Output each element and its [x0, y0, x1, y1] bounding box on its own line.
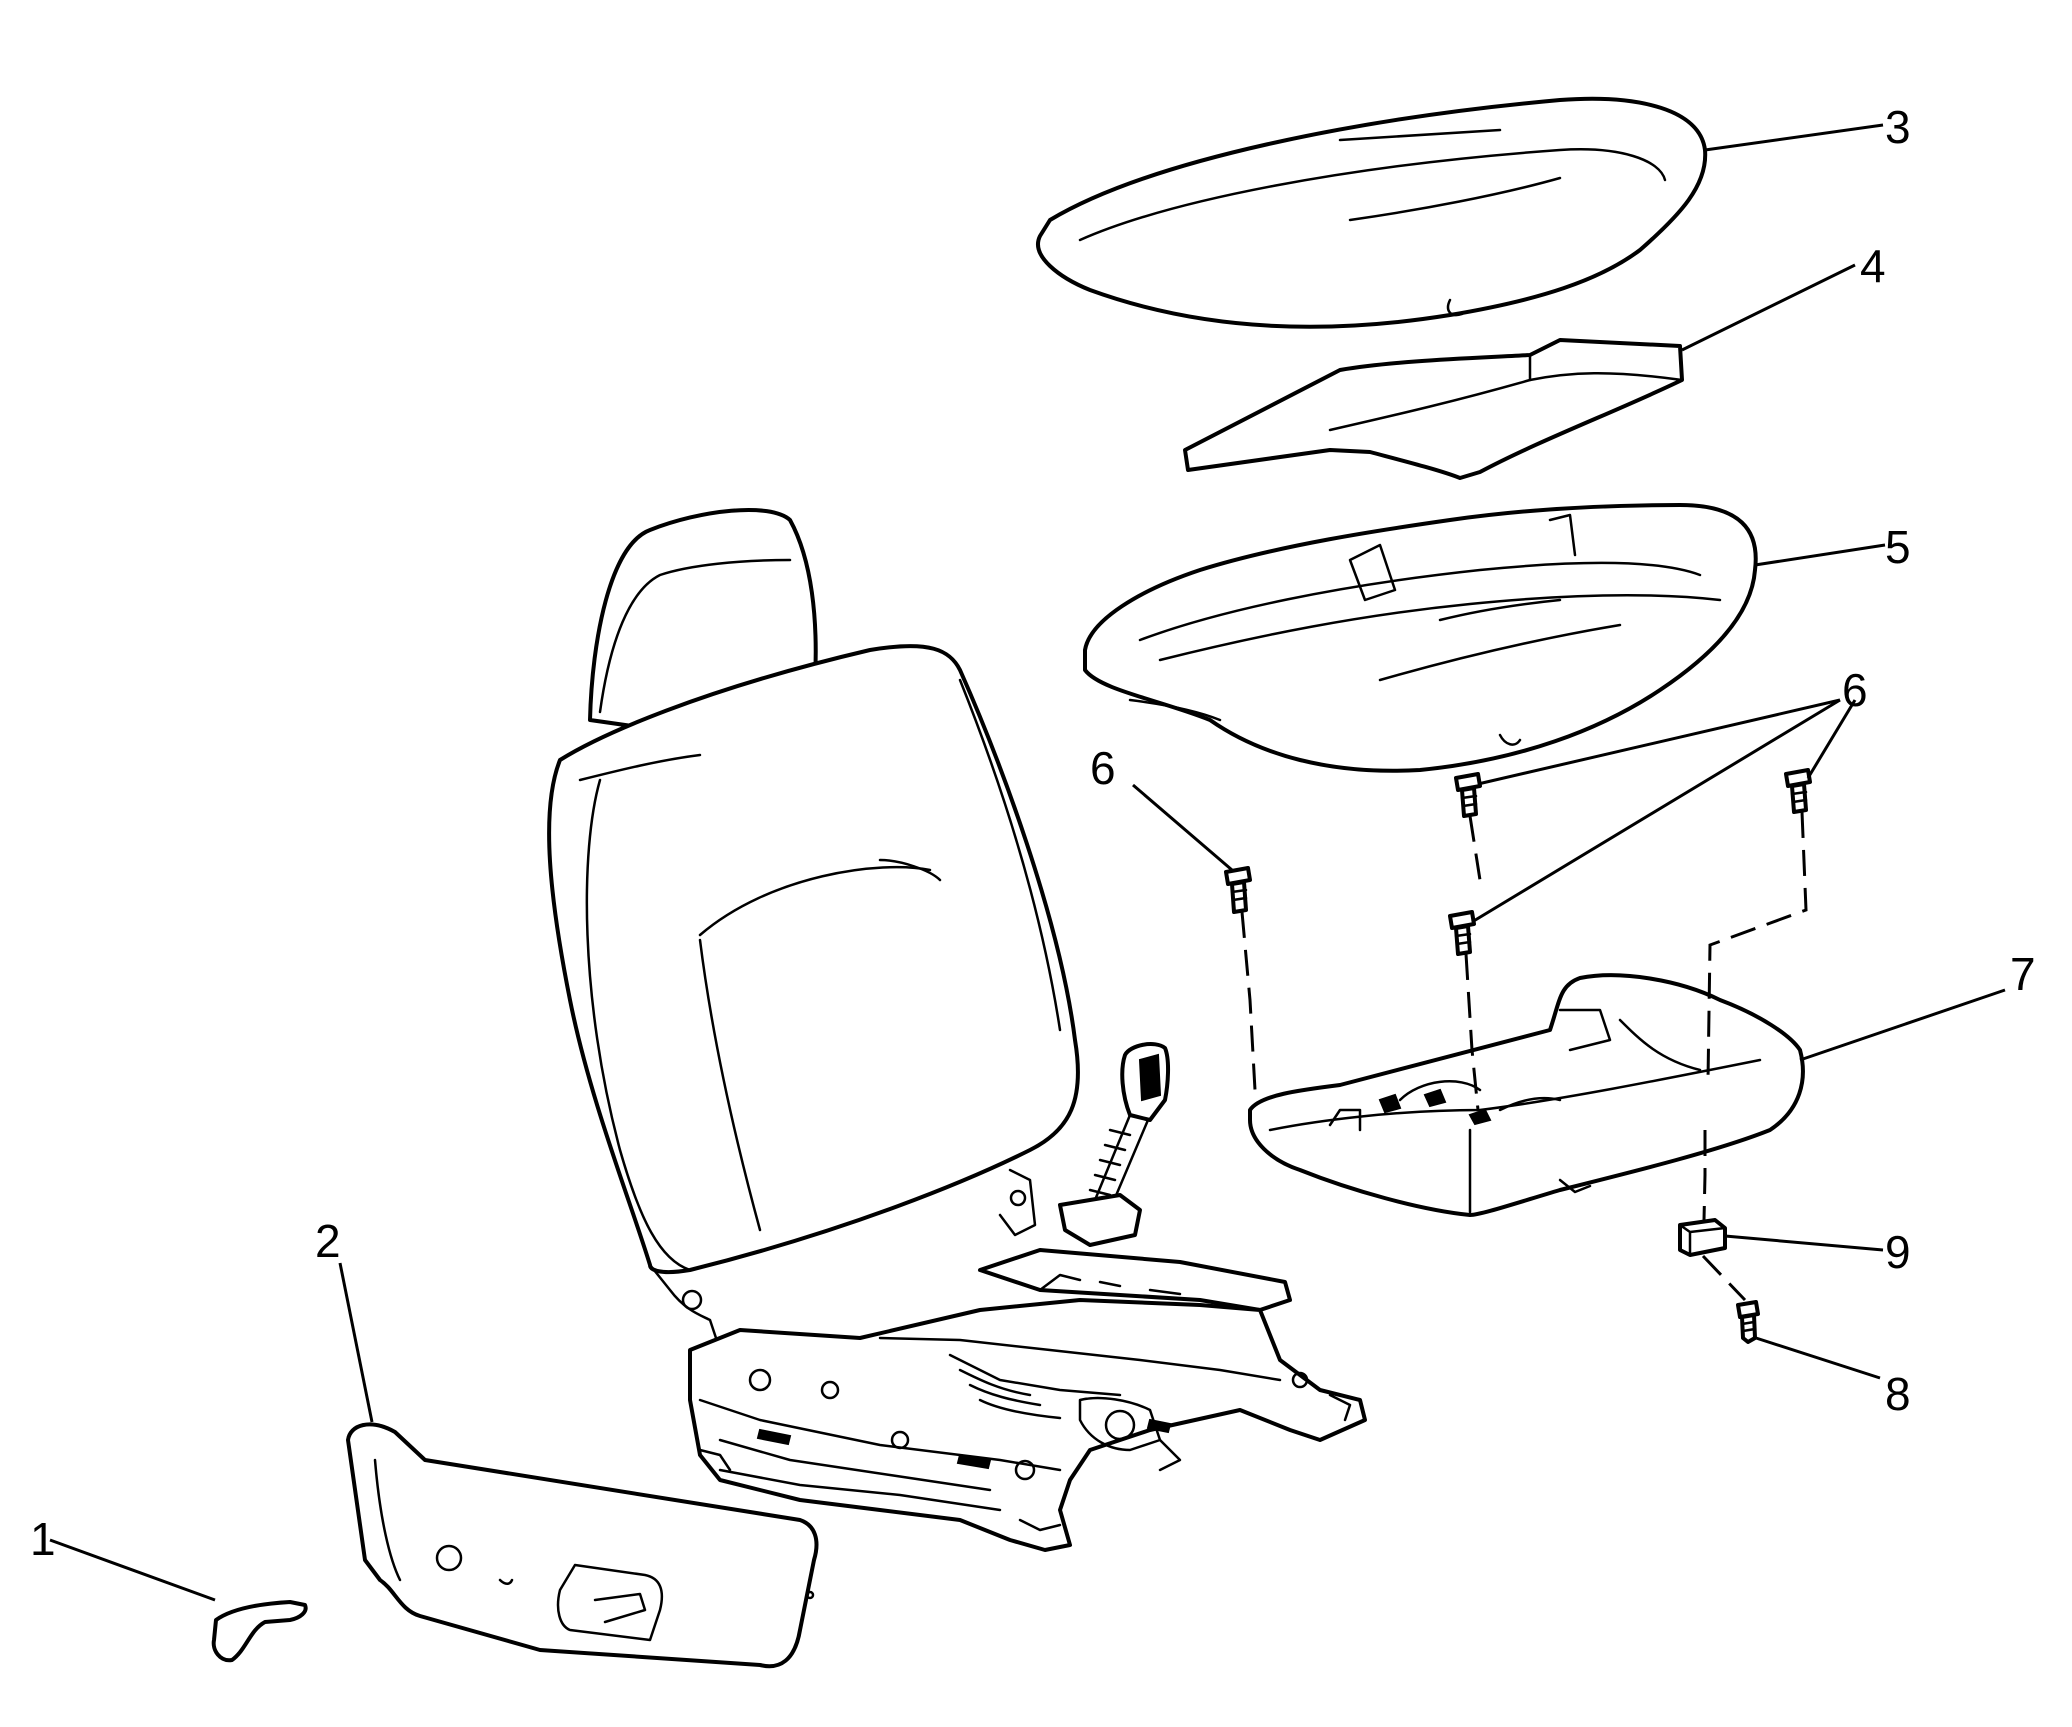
seat-side-shield	[346, 1422, 819, 1669]
callout-6-left: 6	[1090, 742, 1116, 794]
callout-labels: 1 2 3 4 5 6 6 7 8 9	[30, 101, 2036, 1565]
callout-9: 9	[1885, 1226, 1911, 1278]
callout-7: 7	[2010, 948, 2036, 1000]
bolt-6-right	[1784, 768, 1812, 814]
seat-cushion-pad	[1183, 338, 1684, 480]
seat-cushion-pan	[1248, 973, 1805, 1217]
seat-cushion-cover	[1036, 96, 1708, 329]
callout-2: 2	[315, 1215, 341, 1267]
bolt-6-left	[1224, 866, 1252, 914]
bolt-6-center-lower	[1448, 910, 1476, 956]
screw-8	[1736, 1300, 1760, 1344]
callout-8: 8	[1885, 1368, 1911, 1420]
callout-4: 4	[1860, 240, 1886, 292]
seat-adjuster-track	[688, 1042, 1367, 1552]
assembly-lines	[1240, 811, 1808, 1302]
seatback	[547, 507, 1080, 1362]
clip-9	[1678, 1218, 1727, 1257]
callout-1: 1	[30, 1513, 56, 1565]
seat-adjuster-knob	[211, 1600, 308, 1663]
leader-lines	[49, 123, 2006, 1602]
callout-5: 5	[1885, 521, 1911, 573]
callout-6-right: 6	[1842, 664, 1868, 716]
callout-3: 3	[1885, 101, 1911, 153]
bolt-6-center-upper	[1454, 772, 1482, 818]
seat-cushion-frame	[1083, 503, 1758, 773]
